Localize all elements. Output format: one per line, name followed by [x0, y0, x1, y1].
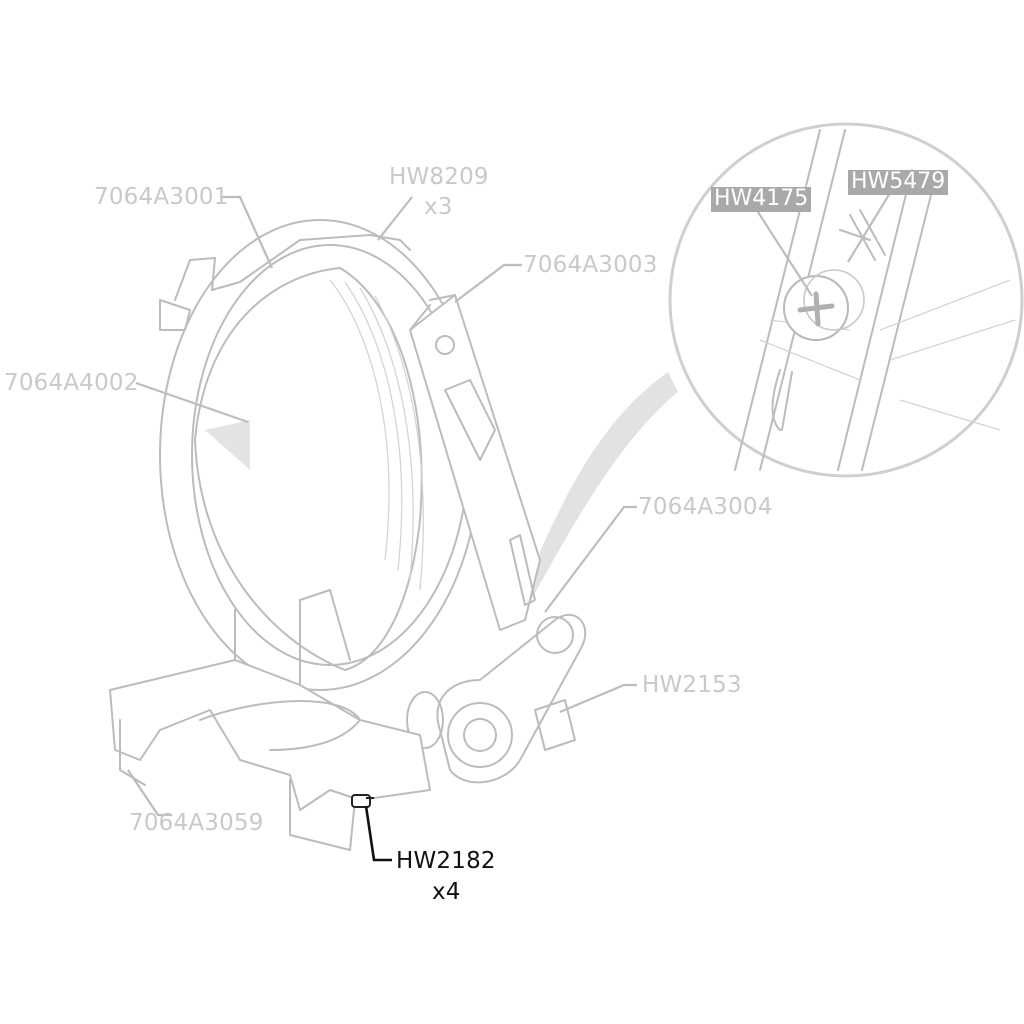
label-hw2182-qty: x4 [432, 879, 461, 905]
label-7064A4002: 7064A4002 [4, 370, 139, 396]
detail-tag-hw5479: HW5479 [848, 170, 949, 195]
label-7064A3001: 7064A3001 [94, 184, 229, 210]
leader-7064A4002 [135, 381, 249, 424]
leader-hw4175 [757, 211, 813, 297]
housing-ring [159, 219, 481, 691]
hw2182-fastener [351, 794, 374, 808]
leader-hw8209 [377, 196, 413, 241]
leader-7064A3004 [544, 505, 637, 613]
label-hw8209-qty: x3 [424, 194, 453, 220]
link-plate [406, 613, 587, 784]
leader-hw2182 [364, 805, 392, 862]
label-hw2153: HW2153 [642, 672, 742, 698]
detail-tag-hw4175: HW4175 [711, 187, 812, 212]
base-mount [109, 589, 431, 851]
leader-7064A3059 [127, 769, 172, 817]
arm-bracket [409, 294, 541, 631]
leader-7064A3001 [220, 195, 274, 269]
label-hw2182: HW2182 [396, 848, 496, 874]
label-7064A3004: 7064A3004 [638, 494, 773, 520]
detail-screw-hw4175 [783, 269, 865, 341]
label-7064A3059: 7064A3059 [129, 810, 264, 836]
disc-lens [194, 267, 424, 671]
label-hw8209: HW8209 [389, 164, 489, 190]
leader-7064A3003 [454, 263, 522, 303]
leader-hw5479 [847, 192, 891, 263]
leader-hw2153 [559, 683, 637, 714]
label-7064A3003: 7064A3003 [523, 252, 658, 278]
leader-lines [127, 192, 891, 862]
